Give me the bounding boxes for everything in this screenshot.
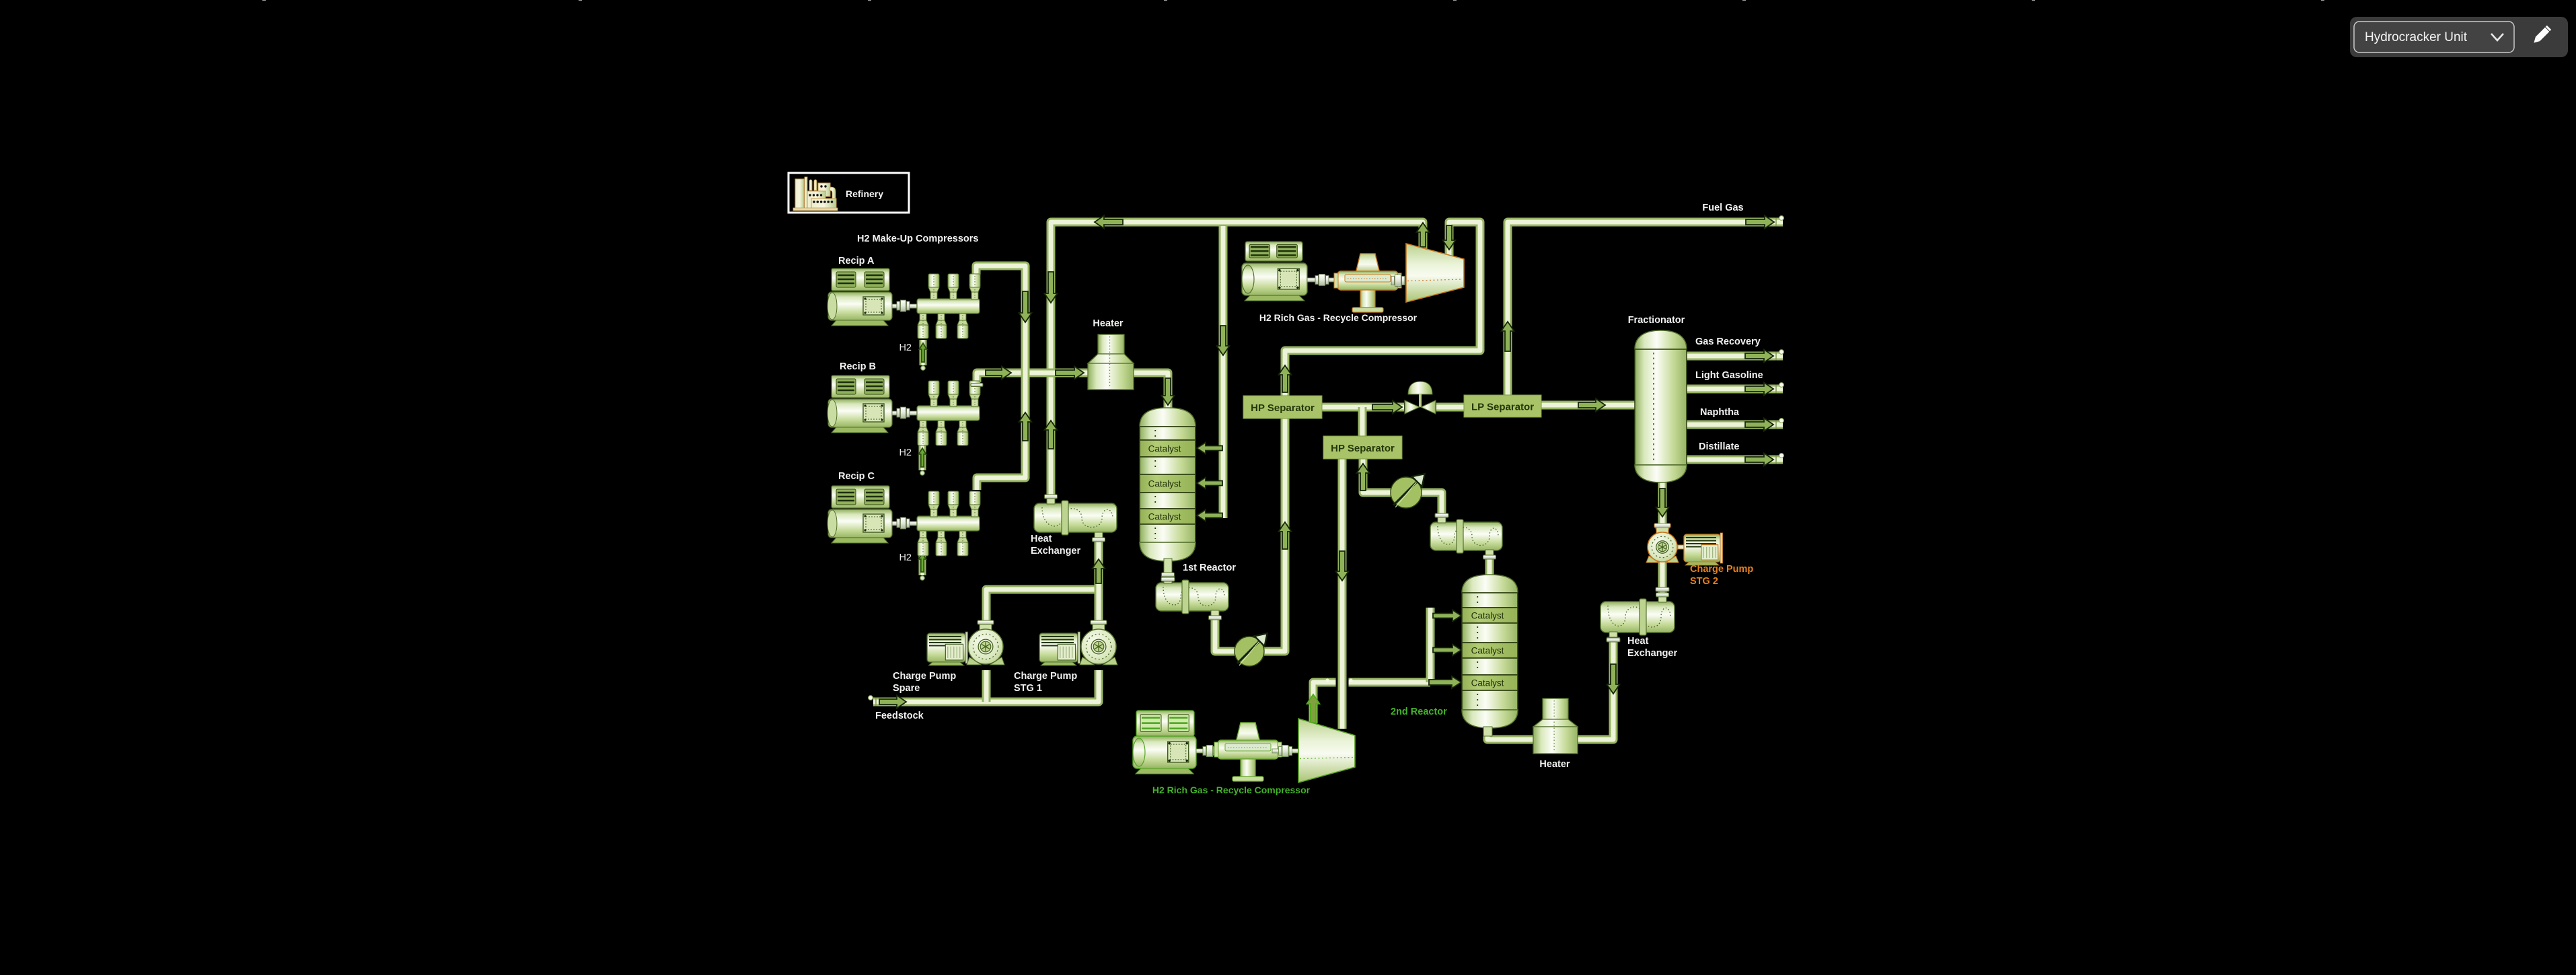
- svg-text:Hydrocracker Unit: Hydrocracker Unit: [2365, 30, 2468, 44]
- svg-text:Spare: Spare: [893, 683, 920, 694]
- svg-text:Catalyst: Catalyst: [1148, 479, 1181, 489]
- svg-text:Refinery: Refinery: [846, 188, 883, 199]
- svg-text:Heat: Heat: [1627, 636, 1649, 647]
- svg-text:Recip C: Recip C: [838, 471, 875, 482]
- svg-text:Catalyst: Catalyst: [1471, 678, 1504, 688]
- svg-text:Gas Recovery: Gas Recovery: [1695, 336, 1761, 347]
- svg-text:Charge Pump: Charge Pump: [893, 671, 956, 682]
- svg-text:Fuel Gas: Fuel Gas: [1702, 203, 1743, 213]
- svg-text:Heat: Heat: [1031, 534, 1052, 544]
- svg-text:Heater: Heater: [1539, 759, 1570, 770]
- svg-text:H2: H2: [899, 552, 912, 563]
- svg-text:H2: H2: [899, 342, 912, 353]
- svg-text:Catalyst: Catalyst: [1148, 512, 1181, 522]
- svg-text:Exchanger: Exchanger: [1031, 546, 1080, 556]
- svg-text:Feedstock: Feedstock: [875, 711, 924, 721]
- svg-text:Catalyst: Catalyst: [1148, 444, 1181, 454]
- svg-text:Light Gasoline: Light Gasoline: [1695, 370, 1763, 381]
- svg-text:HP Separator: HP Separator: [1331, 443, 1395, 454]
- svg-text:Heater: Heater: [1093, 318, 1123, 329]
- svg-text:LP Separator: LP Separator: [1471, 402, 1534, 413]
- svg-text:Naphtha: Naphtha: [1700, 407, 1740, 418]
- svg-text:Recip A: Recip A: [838, 256, 875, 266]
- svg-text:Recip B: Recip B: [840, 361, 876, 372]
- svg-text:Charge Pump: Charge Pump: [1690, 564, 1753, 575]
- svg-text:Catalyst: Catalyst: [1471, 646, 1504, 656]
- svg-text:STG 1: STG 1: [1014, 683, 1042, 694]
- svg-text:H2: H2: [899, 447, 912, 458]
- svg-text:Distillate: Distillate: [1699, 441, 1739, 452]
- svg-text:2nd Reactor: 2nd Reactor: [1391, 707, 1447, 717]
- svg-text:H2 Make-Up Compressors: H2 Make-Up Compressors: [857, 233, 979, 244]
- svg-text:Catalyst: Catalyst: [1471, 611, 1504, 621]
- svg-text:Fractionator: Fractionator: [1628, 315, 1685, 326]
- svg-text:Exchanger: Exchanger: [1627, 648, 1677, 659]
- svg-text:STG 2: STG 2: [1690, 576, 1718, 587]
- svg-text:HP Separator: HP Separator: [1251, 402, 1315, 414]
- svg-text:1st Reactor: 1st Reactor: [1183, 563, 1236, 573]
- svg-text:H2 Rich Gas - Recycle Compress: H2 Rich Gas - Recycle Compressor: [1259, 312, 1418, 323]
- svg-text:H2 Rich Gas - Recycle Compress: H2 Rich Gas - Recycle Compressor: [1152, 785, 1311, 795]
- svg-text:Charge Pump: Charge Pump: [1014, 671, 1077, 682]
